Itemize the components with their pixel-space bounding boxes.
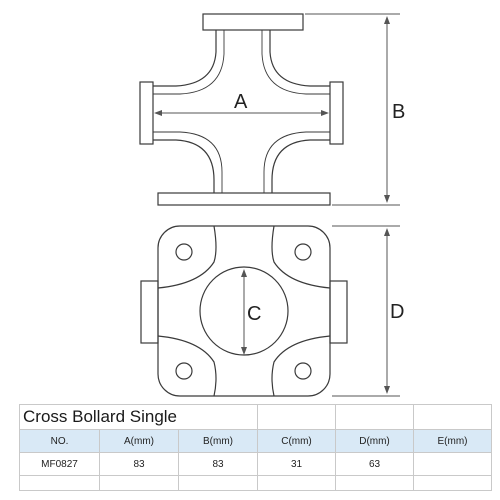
header-cell-c: C(mm) [257, 429, 336, 453]
table-title: Cross Bollard Single [19, 404, 258, 430]
dimension-label-a: A [234, 91, 248, 113]
dimension-d [332, 225, 400, 397]
cross-body-contour [153, 30, 330, 193]
tail-cell [19, 475, 100, 491]
dimension-label-b: B [392, 101, 405, 123]
bolt-hole-top-left [175, 243, 193, 261]
header-cell-e: E(mm) [413, 429, 492, 453]
left-flange [139, 81, 154, 145]
tail-cell [178, 475, 258, 491]
table-row: MF0827 83 83 31 63 [19, 452, 492, 476]
dimension-label-d: D [390, 301, 404, 323]
cross-body-outline [153, 30, 330, 193]
top-cap [202, 13, 304, 31]
header-cell-no: NO. [19, 429, 100, 453]
cell-e [413, 452, 492, 476]
base-plate [157, 192, 331, 206]
cell-c: 31 [257, 452, 336, 476]
bolt-hole-top-right [294, 243, 312, 261]
cell-model-no: MF0827 [19, 452, 100, 476]
title-row-empty-cell [257, 404, 336, 430]
side-view [139, 13, 344, 206]
header-cell-b: B(mm) [178, 429, 258, 453]
table-header-row: NO. A(mm) B(mm) C(mm) D(mm) E(mm) [19, 429, 492, 453]
cell-b: 83 [178, 452, 258, 476]
top-view-body-contour [157, 225, 331, 397]
spec-table: Cross Bollard Single NO. A(mm) B(mm) C(m… [19, 404, 492, 491]
dimension-b [305, 13, 400, 206]
tail-cell [99, 475, 179, 491]
tail-cell [335, 475, 414, 491]
top-view-left-arm [140, 280, 159, 344]
title-row-empty-cell [335, 404, 414, 430]
technical-drawing: A B C D [139, 13, 405, 397]
dimension-label-c: C [247, 303, 261, 325]
table-tail-row [19, 475, 492, 491]
dimension-a [154, 110, 329, 116]
bolt-hole-bottom-right [294, 362, 312, 380]
title-row-empty-cell [413, 404, 492, 430]
dimension-c [241, 269, 247, 355]
table-title-row: Cross Bollard Single [19, 404, 492, 430]
top-view-right-arm [329, 280, 348, 344]
top-view [140, 225, 348, 397]
header-cell-a: A(mm) [99, 429, 179, 453]
right-flange [329, 81, 344, 145]
tail-cell [257, 475, 336, 491]
cell-a: 83 [99, 452, 179, 476]
header-cell-d: D(mm) [335, 429, 414, 453]
cell-d: 63 [335, 452, 414, 476]
bolt-hole-bottom-left [175, 362, 193, 380]
tail-cell [413, 475, 492, 491]
